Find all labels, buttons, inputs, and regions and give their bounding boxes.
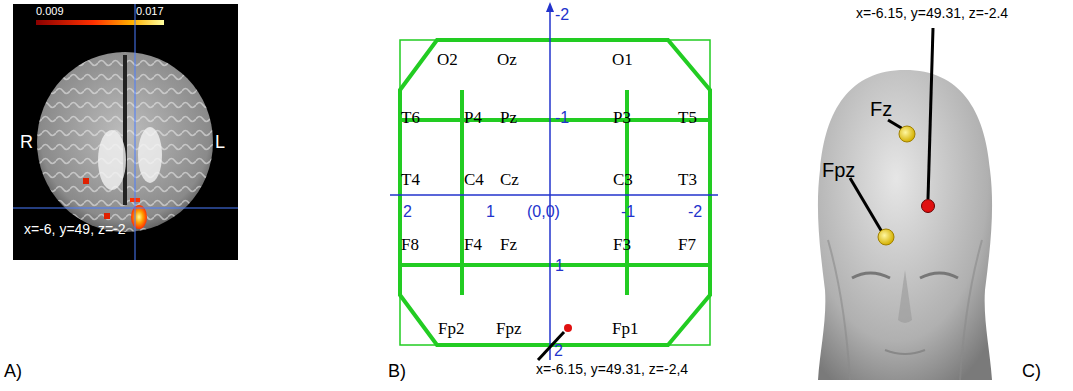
electrode-label: Fpz: [822, 160, 855, 180]
axis-number: -1: [621, 204, 635, 220]
electrode-label: P4: [464, 109, 482, 126]
electrode-label: Fpz: [496, 320, 522, 337]
electrode-label: Pz: [500, 109, 517, 126]
electrode-label: T3: [678, 171, 697, 188]
electrode-label: F3: [613, 236, 631, 253]
electrode-label: C3: [613, 171, 633, 188]
coordinate-label: x=-6, y=49, z=-2: [24, 222, 126, 236]
axis-number: 1: [486, 204, 495, 220]
electrode-label: Fp1: [612, 320, 638, 337]
axis-number: 1: [555, 258, 564, 274]
electrode-label: T4: [401, 171, 420, 188]
electrode-label: T5: [678, 109, 697, 126]
electrode-label: C4: [464, 171, 484, 188]
electrode-label: P3: [613, 109, 631, 126]
panel-label: A): [4, 362, 22, 380]
axis-number: -2: [688, 204, 702, 220]
electrode-label: Fz: [500, 236, 517, 253]
electrode-label: F4: [464, 236, 482, 253]
coordinate-label: x=-6.15, y=49.31, z=-2.4: [856, 6, 1008, 20]
electrode-label: F8: [401, 236, 419, 253]
electrode-label: O1: [612, 51, 633, 68]
side-label: R: [20, 133, 33, 151]
axis-number: (0,0): [527, 204, 560, 220]
coordinate-label: x=-6.15, y=49.31, z=-2,4: [536, 362, 688, 376]
electrode-label: F7: [678, 236, 696, 253]
axis-number: 2: [554, 343, 563, 359]
axis-number: -2: [555, 7, 569, 23]
axis-number: -1: [555, 110, 569, 126]
electrode-label: Cz: [500, 171, 519, 188]
panel-label: C): [1022, 362, 1041, 380]
electrode-label: O2: [437, 51, 458, 68]
electrode-label: Oz: [497, 51, 517, 68]
electrode-label: Fp2: [438, 320, 464, 337]
side-label: L: [215, 133, 225, 151]
panel-label: B): [388, 362, 406, 380]
colorbar-max: 0.017: [136, 6, 164, 17]
electrode-label: Fz: [870, 99, 892, 119]
colorbar-min: 0.009: [36, 6, 64, 17]
axis-number: 2: [403, 204, 412, 220]
electrode-label: T6: [401, 109, 420, 126]
